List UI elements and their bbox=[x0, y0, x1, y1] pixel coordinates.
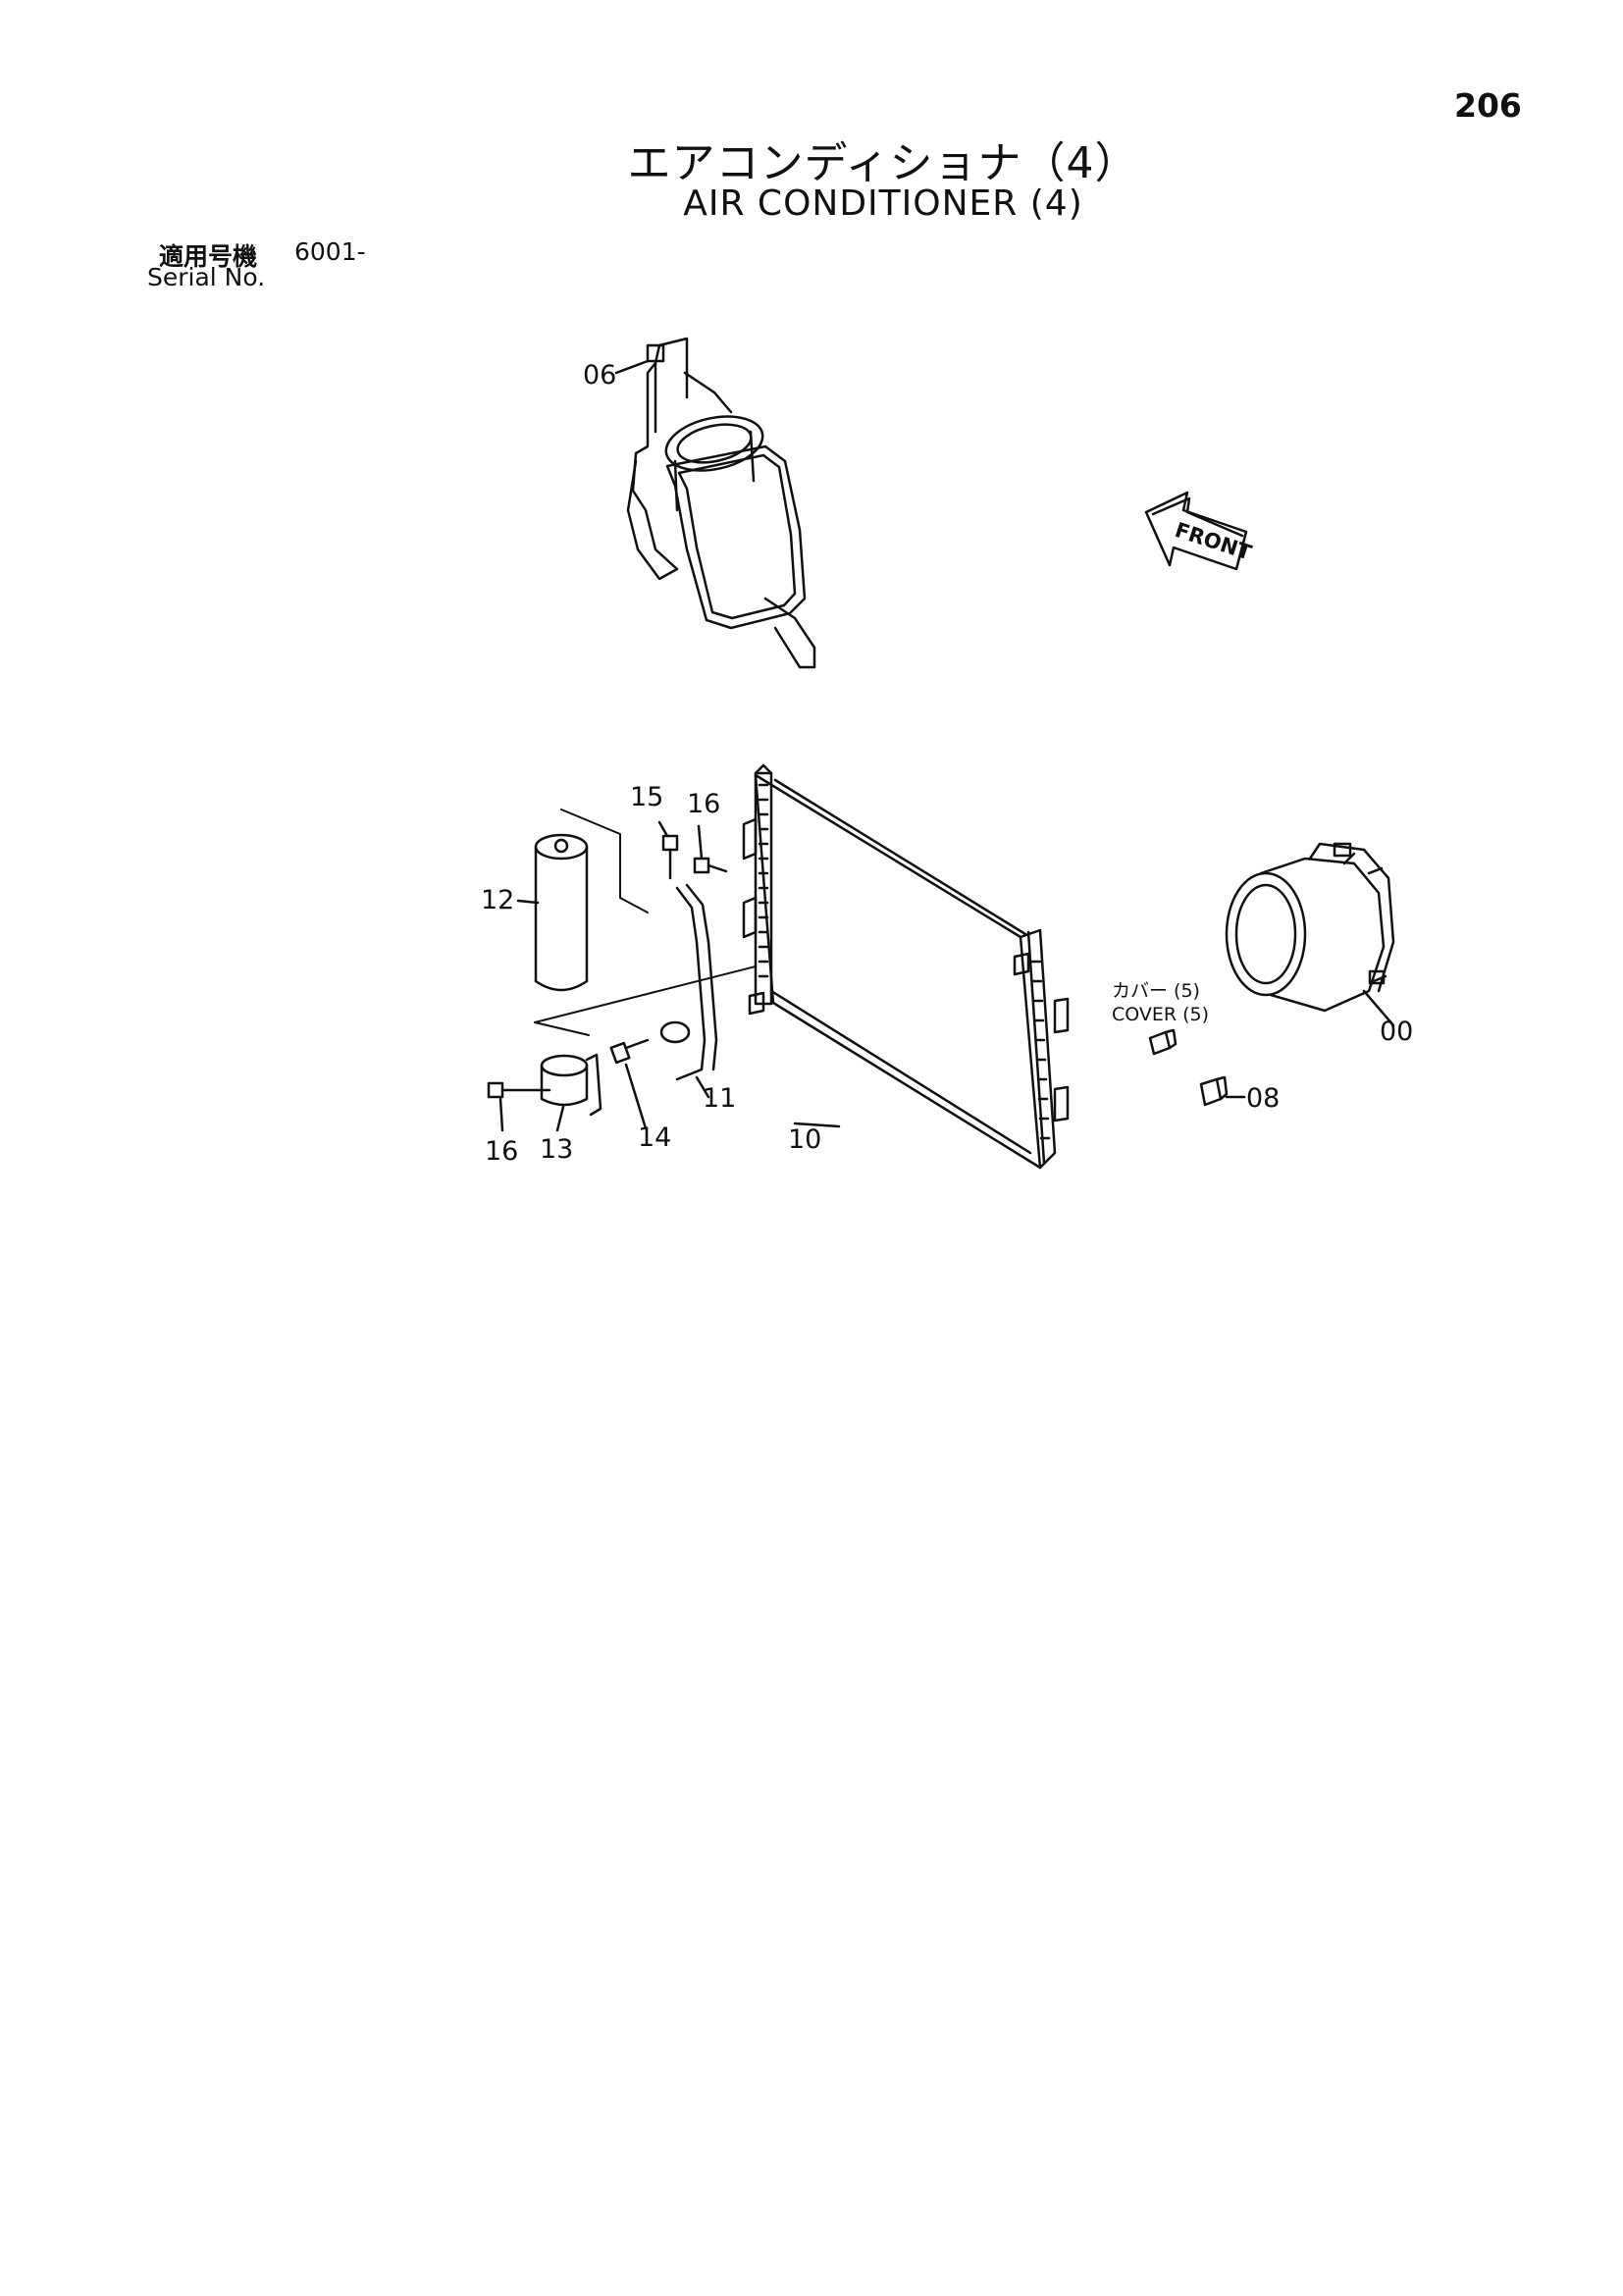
callout-12: 12 bbox=[481, 885, 514, 915]
cover-part bbox=[1148, 1028, 1178, 1056]
air-outlet-unit bbox=[626, 337, 816, 669]
guide-line bbox=[534, 965, 757, 1023]
leader-12 bbox=[516, 899, 540, 905]
guide-line bbox=[560, 809, 649, 913]
cover-note-japanese: カバー (5) bbox=[1112, 980, 1200, 1002]
front-arrow-icon bbox=[1144, 491, 1248, 571]
bolt-15 bbox=[661, 834, 679, 880]
part-08 bbox=[1199, 1075, 1229, 1107]
page-number: 206 bbox=[1454, 86, 1522, 125]
leader-06 bbox=[614, 359, 650, 375]
bracket-13 bbox=[540, 1053, 602, 1117]
leader-14 bbox=[624, 1063, 648, 1130]
leader-00 bbox=[1362, 989, 1395, 1027]
leader-11 bbox=[695, 1075, 710, 1099]
callout-13: 13 bbox=[540, 1134, 573, 1165]
callout-15: 15 bbox=[630, 782, 663, 812]
leader-16-upper bbox=[697, 824, 704, 861]
serial-label-japanese: 適用号機 bbox=[159, 242, 258, 271]
callout-00: 00 bbox=[1380, 1017, 1413, 1047]
leader-10 bbox=[793, 1122, 841, 1128]
callout-06: 06 bbox=[583, 360, 616, 391]
serial-label-english: Serial No. bbox=[147, 263, 266, 291]
leader-16-lower bbox=[498, 1097, 504, 1132]
leader-15 bbox=[657, 820, 669, 838]
leader-13 bbox=[555, 1105, 565, 1132]
callout-11: 11 bbox=[703, 1083, 736, 1114]
bolt-06 bbox=[646, 343, 665, 434]
callout-14: 14 bbox=[638, 1122, 671, 1153]
page-title-japanese: エアコンディショナ（4） bbox=[627, 138, 1139, 188]
callout-16-upper: 16 bbox=[687, 789, 720, 819]
pipe-11 bbox=[659, 883, 718, 1081]
guide-line bbox=[534, 1021, 590, 1036]
callout-10: 10 bbox=[788, 1124, 821, 1155]
condenser-core bbox=[742, 763, 1070, 1170]
serial-number: 6001- bbox=[294, 237, 366, 266]
page-title-english: AIR CONDITIONER (4) bbox=[683, 183, 1083, 224]
front-label: FRONT bbox=[1172, 518, 1254, 565]
receiver-drier bbox=[534, 833, 589, 992]
bolt-16-upper bbox=[693, 857, 728, 874]
callout-16-lower: 16 bbox=[485, 1136, 518, 1167]
bolt-16-lower bbox=[487, 1081, 551, 1099]
callout-08: 08 bbox=[1246, 1083, 1280, 1114]
cover-note-english: COVER (5) bbox=[1112, 1004, 1209, 1025]
bolt-14 bbox=[609, 1038, 650, 1065]
compressor bbox=[1225, 842, 1395, 1013]
